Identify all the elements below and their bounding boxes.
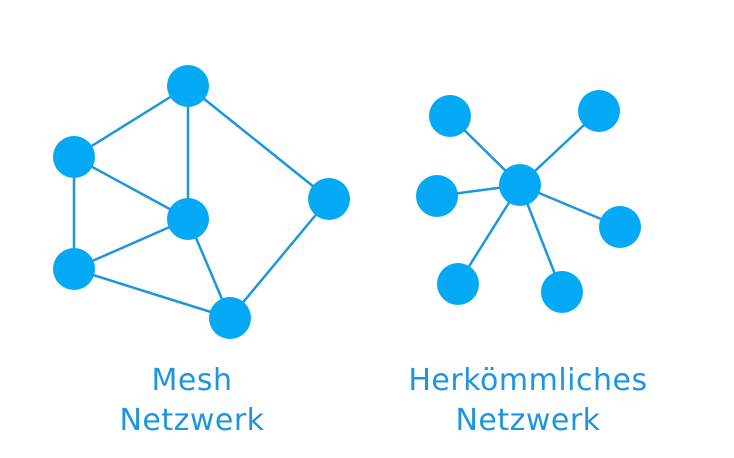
star-caption-line-1: Herkömmliches [408, 363, 648, 398]
mesh-node-right [308, 178, 350, 220]
star-node-lower-right [541, 271, 583, 313]
mesh-edge-right-bottom [229, 198, 330, 319]
mesh-node-center [167, 198, 209, 240]
mesh-caption-line-1: Mesh [151, 363, 233, 398]
star-node-hub [499, 164, 541, 206]
mesh-node-bottom [209, 297, 251, 339]
star-network [416, 90, 641, 313]
mesh-node-lower-left [53, 248, 95, 290]
star-node-upper-left [429, 95, 471, 137]
star-node-left [416, 175, 458, 217]
star-node-upper-right [578, 90, 620, 132]
mesh-edge-lower-left-bottom [73, 267, 231, 320]
mesh-node-upper-left [53, 136, 95, 178]
mesh-network-caption: Mesh Netzwerk [92, 361, 292, 441]
mesh-network [53, 65, 350, 339]
mesh-edge-top-upper-left [73, 84, 189, 159]
star-caption-line-2: Netzwerk [455, 403, 601, 438]
mesh-caption-line-2: Netzwerk [119, 403, 265, 438]
mesh-edge-top-right [187, 85, 330, 200]
star-node-lower-left [437, 263, 479, 305]
mesh-node-top [167, 65, 209, 107]
star-node-right [599, 206, 641, 248]
star-network-caption: Herkömmliches Netzwerk [378, 361, 678, 441]
mesh-edge-upper-left-center [73, 155, 189, 221]
